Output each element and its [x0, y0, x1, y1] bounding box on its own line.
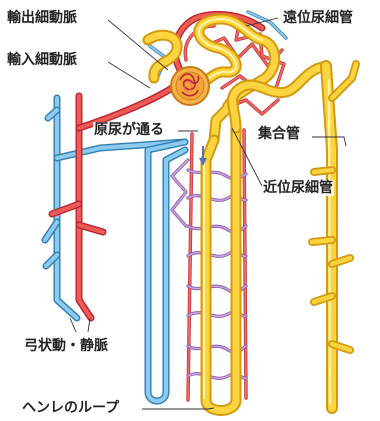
label-loop-of-henle: ヘンレのループ: [21, 400, 120, 416]
label-proximal-tubule: 近位尿細管: [262, 180, 334, 196]
label-urine-flow: 原尿が通る: [93, 122, 165, 138]
label-efferent-arteriole: 輸出細動脈: [6, 10, 78, 26]
venous-loop: [148, 142, 185, 401]
label-distal-tubule: 遠位尿細管: [282, 10, 354, 26]
bowmans-capsule: [171, 67, 209, 105]
label-arcuate-vessels: 弓状動・静脈: [23, 338, 109, 354]
collecting-duct: [312, 64, 356, 408]
label-afferent-arteriole: 輸入細動脈: [6, 52, 78, 68]
loop-of-henle: [204, 128, 236, 411]
label-collecting-duct: 集合管: [257, 126, 301, 142]
